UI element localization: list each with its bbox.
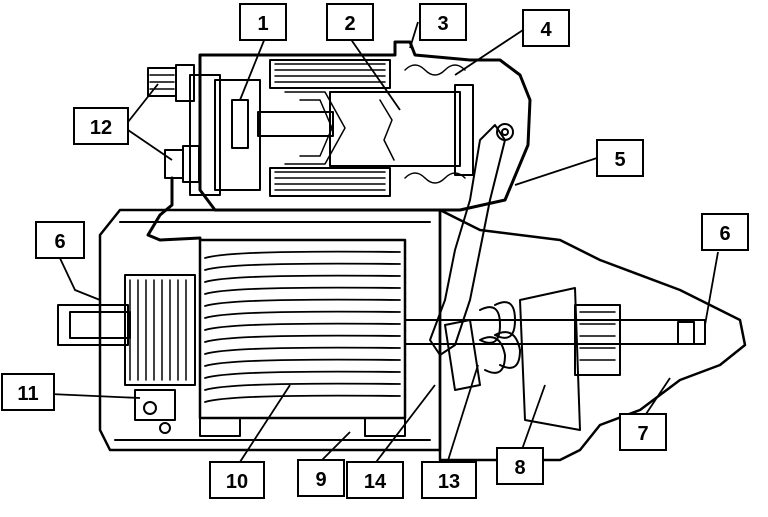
callout-6a: 6	[35, 221, 85, 259]
svg-text:14: 14	[364, 471, 387, 493]
leader-10	[237, 384, 291, 466]
callout-3: 3	[419, 3, 467, 41]
svg-text:13: 13	[438, 471, 460, 493]
commutator	[124, 274, 196, 434]
svg-text:12: 12	[90, 117, 112, 139]
svg-text:11: 11	[17, 383, 38, 405]
solenoid	[189, 40, 532, 212]
terminal-studs	[146, 64, 202, 242]
svg-text:5: 5	[614, 149, 625, 171]
leader-12b	[127, 129, 173, 161]
callout-8: 8	[496, 447, 544, 485]
leader-14	[369, 384, 436, 471]
callout-9: 9	[297, 459, 345, 497]
svg-text:4: 4	[540, 19, 552, 41]
callouts: 1 2 3 4 5 6 6 7	[1, 3, 749, 499]
leader-4	[454, 29, 524, 76]
svg-text:3: 3	[437, 13, 448, 35]
callout-14: 14	[346, 461, 404, 499]
svg-text:8: 8	[514, 457, 525, 479]
motor-frame	[57, 208, 442, 452]
callout-6b: 6	[701, 213, 749, 251]
svg-text:1: 1	[257, 13, 268, 35]
callout-10: 10	[209, 461, 265, 499]
leader-3	[409, 21, 419, 49]
leader-13	[444, 364, 479, 471]
svg-text:6: 6	[719, 223, 730, 245]
callout-2: 2	[326, 3, 374, 41]
leader-9	[321, 431, 351, 461]
leader-1	[239, 37, 266, 101]
leader-2	[349, 37, 401, 111]
svg-text:2: 2	[344, 13, 355, 35]
svg-text:6: 6	[54, 231, 65, 253]
callout-1: 1	[239, 3, 287, 41]
callout-5: 5	[596, 139, 644, 177]
svg-text:7: 7	[637, 423, 648, 445]
svg-text:10: 10	[226, 471, 248, 493]
leader-8	[519, 384, 546, 456]
callout-11: 11	[1, 373, 55, 411]
armature	[198, 238, 407, 437]
leader-6a	[57, 253, 101, 301]
svg-text:9: 9	[315, 469, 326, 491]
leader-5	[514, 157, 598, 186]
callout-7: 7	[619, 413, 667, 451]
callout-4: 4	[522, 9, 570, 47]
drive-assembly	[404, 208, 747, 462]
leader-12a	[127, 83, 159, 123]
leader-6b	[704, 251, 719, 326]
callout-13: 13	[421, 461, 477, 499]
leader-11	[49, 393, 141, 399]
callout-12: 12	[73, 107, 129, 145]
